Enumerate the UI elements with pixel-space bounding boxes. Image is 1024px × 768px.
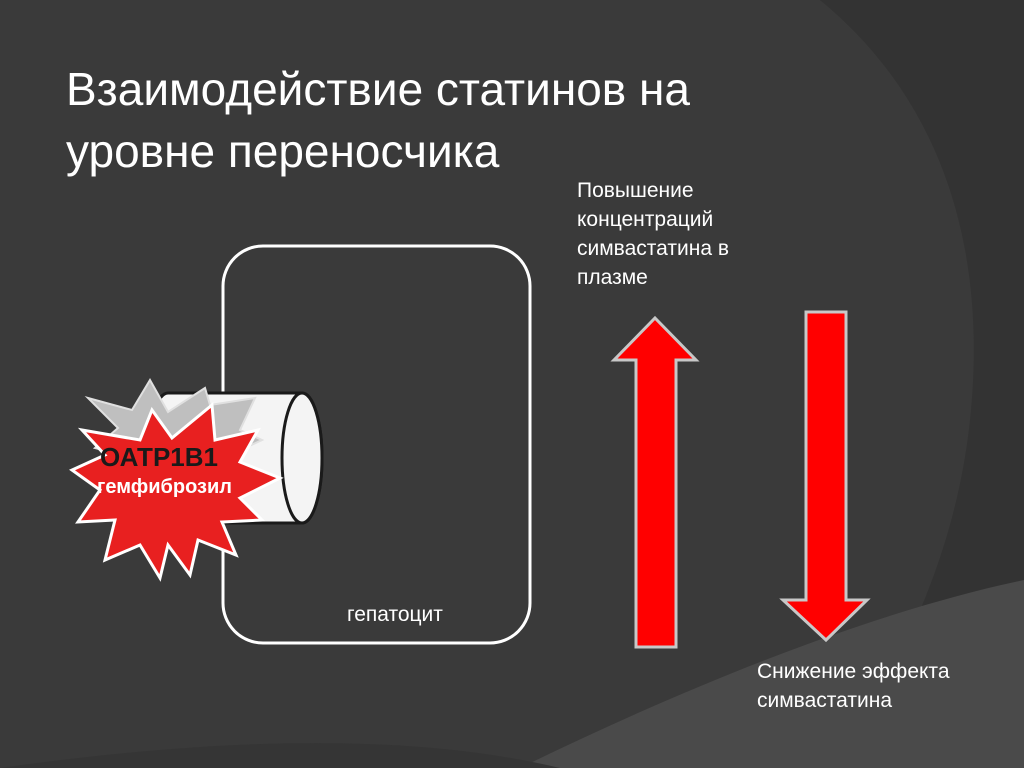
label-decrease-effect: Снижение эффекта симвастатина bbox=[757, 660, 950, 712]
background-swoosh-bottom bbox=[520, 580, 1024, 768]
drug-label: гемфиброзил bbox=[97, 476, 232, 498]
background-swoosh-arc bbox=[820, 0, 1024, 768]
hepatocyte-label: гепатоцит bbox=[347, 603, 443, 626]
slide-title: Взаимодействие статинов на уровне перено… bbox=[66, 63, 691, 177]
transporter-label: ОАТР1В1 bbox=[100, 442, 218, 472]
background-swoosh-bottom-dark bbox=[0, 743, 560, 768]
arrow-up bbox=[610, 315, 700, 649]
label-increase-concentration: Повышение концентраций симвастатина в пл… bbox=[577, 179, 729, 289]
arrow-down bbox=[779, 310, 871, 643]
starburst-drug bbox=[69, 402, 284, 582]
